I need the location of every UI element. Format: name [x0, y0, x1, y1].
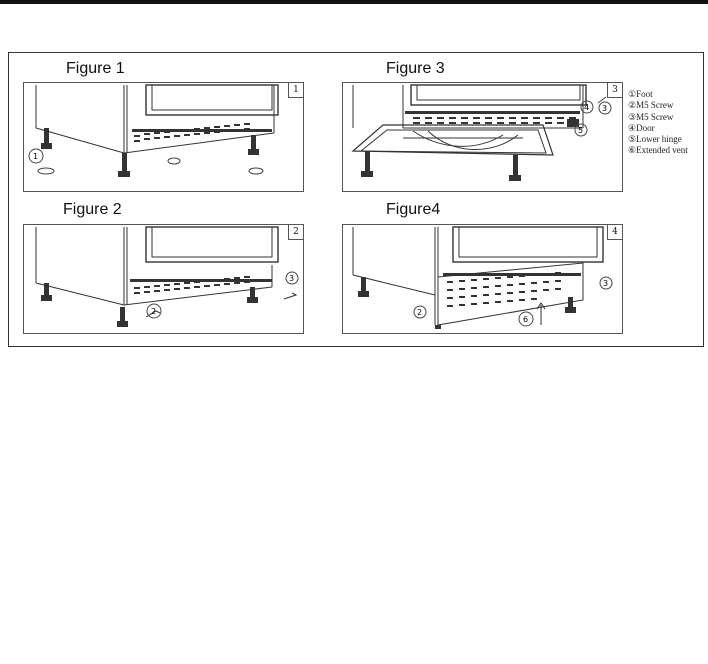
figure-1-number: 1: [288, 83, 303, 98]
figure-4-number: 4: [607, 225, 622, 240]
figure-3-title: Figure 3: [386, 60, 445, 77]
top-rule: [0, 0, 708, 4]
figure-2-callout-3: 3: [289, 274, 294, 283]
figure-2-number: 2: [288, 225, 303, 240]
parts-legend: ①Foot ②M5 Screw ③M5 Screw ④Door ⑤Lower h…: [628, 89, 688, 157]
figure-1-title: Figure 1: [66, 60, 125, 77]
figure-2-drawing: 2 3: [35, 226, 299, 327]
figure-4-drawing: 2 3 6: [352, 226, 613, 329]
figure-3-drawing: 4 3 5: [351, 84, 612, 181]
legend-item-lower-hinge: ⑤Lower hinge: [628, 134, 682, 145]
figure-4-title: Figure4: [386, 201, 441, 218]
figure-3-number: 3: [607, 83, 622, 98]
figure-4-panel: 2 3 6 4: [342, 224, 623, 334]
legend-item-m5-screw-2: ②M5 Screw: [628, 100, 674, 111]
figure-frame: [8, 52, 704, 347]
figure-4-callout-2: 2: [417, 308, 422, 317]
figure-4-callout-3: 3: [603, 279, 608, 288]
figure-1-callout-1: 1: [33, 152, 38, 161]
figure-1-panel: 1 1: [23, 82, 304, 192]
figure-1-drawing: 1: [28, 84, 279, 177]
figure-3-panel: 4 3 5 3: [342, 82, 623, 192]
figure-2-callout-2: 2: [151, 307, 156, 316]
figure-4-callout-6: 6: [523, 315, 528, 324]
legend-item-extended-vent: ⑥Extended vent: [628, 145, 688, 156]
figure-2-panel: 2 3 2: [23, 224, 304, 334]
figure-3-callout-4: 4: [584, 103, 589, 112]
figure-3-callout-5: 5: [578, 126, 583, 135]
legend-item-foot: ①Foot: [628, 89, 653, 99]
figure-2-title: Figure 2: [63, 201, 122, 218]
legend-item-door: ④Door: [628, 122, 655, 133]
figure-3-callout-3: 3: [602, 104, 607, 113]
legend-item-m5-screw-3: ③M5 Screw: [628, 111, 674, 122]
